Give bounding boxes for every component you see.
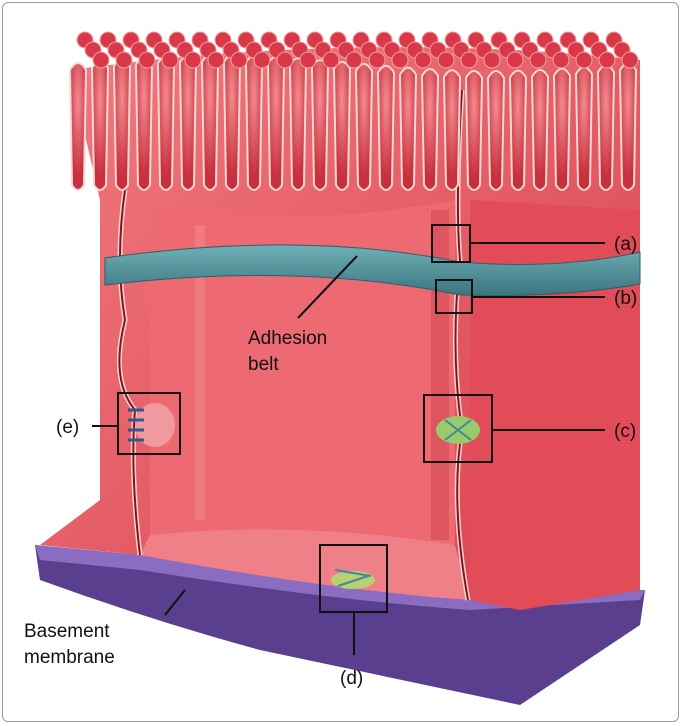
label-e: (e) [56,417,79,438]
microvillus [574,66,594,191]
microvillus-tip [184,51,202,69]
microvillus-tip [253,51,271,69]
desmosome-c [436,416,480,444]
microvillus-tip [391,51,409,69]
microvillus [530,68,550,191]
microvillus-tip [506,51,524,69]
microvillus-tip [437,51,455,69]
microvillus-tip [161,51,179,69]
microvillus-tip [207,51,225,69]
microvillus-tip [368,51,386,69]
microvillus [310,58,330,191]
callout-box-e [117,392,181,455]
leader-line-adhesion-belt [297,255,358,319]
microvillus [464,69,484,191]
microvillus [398,66,418,191]
label-c: (c) [614,421,636,442]
hemidesmosome-d [331,569,375,589]
microvillus [68,62,88,191]
microvillus-tip [115,51,133,69]
microvillus-tip [621,51,639,69]
microvillus-tip [460,51,478,69]
microvillus [442,69,462,191]
microvillus-tip [552,51,570,69]
microvillus [266,55,286,191]
microvillus-tip [345,51,363,69]
microvillus [90,60,110,191]
microvillus-tip [276,51,294,69]
microvilli [68,31,639,191]
microvillus [134,56,154,191]
microvillus [332,60,352,191]
microvillus-tip [92,51,110,69]
microvillus-tip [138,51,156,69]
microvillus [222,54,242,191]
gap-junction-e [128,403,175,447]
microvillus [618,62,638,191]
microvillus-tip [322,51,340,69]
basement-membrane [35,545,645,705]
microvillus [420,68,440,191]
leader-line-basement-membrane [164,589,186,616]
microvillus-tip [529,51,547,69]
label-basement-membrane-line2: membrane [24,647,115,668]
microvillus-tip [299,51,317,69]
microvillus [178,54,198,191]
label-d: (d) [340,668,363,689]
microvillus-tip [598,51,616,69]
label-adhesion-belt-line1: Adhesion [248,328,327,349]
microvillus [376,64,396,191]
label-b: (b) [614,288,637,309]
microvillus-tip [230,51,248,69]
callout-box-c [423,394,493,463]
microvillus [112,58,132,191]
microvillus [486,70,506,191]
microvillus [200,54,220,191]
microvillus [596,64,616,191]
microvillus [288,57,308,191]
label-adhesion-belt-line2: belt [248,354,279,375]
label-a: (a) [614,234,637,255]
microvillus [508,69,528,191]
microvillus [552,67,572,191]
adhesion-belt [104,244,641,297]
microvillus-tip [414,51,432,69]
microvillus [354,62,374,191]
microvillus [244,54,264,191]
label-basement-membrane-line1: Basement [24,621,110,642]
microvillus-tip [575,51,593,69]
microvillus-tip [483,51,501,69]
microvillus [156,55,176,191]
